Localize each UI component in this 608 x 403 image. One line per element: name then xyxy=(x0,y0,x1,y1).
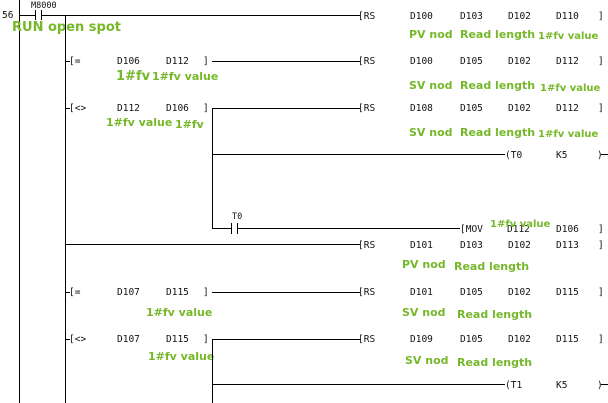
rung2-b: D112 xyxy=(166,56,189,67)
rung5-cmp-close: ] xyxy=(203,287,209,298)
rung6-a: D107 xyxy=(117,334,140,345)
rung3-instr: [RS xyxy=(358,103,375,114)
rung4-comment-2: Read length xyxy=(454,260,529,273)
rung2-op1: D100 xyxy=(410,56,433,67)
rung5-comment-2: Read length xyxy=(457,308,532,321)
rung4-op2: D103 xyxy=(460,240,483,251)
rung4-instr: [RS xyxy=(358,240,375,251)
rung4-op4: D113 xyxy=(556,240,579,251)
rung2-comment-3: 1#fv value xyxy=(540,83,601,94)
rung2-cmp: [= xyxy=(69,56,81,67)
rung6-op3: D102 xyxy=(508,334,531,345)
rung3-cmp-close: ] xyxy=(203,103,209,114)
mov-comment: 1#fv value xyxy=(490,219,551,230)
rung3-op2: D105 xyxy=(460,103,483,114)
rung5-instr: [RS xyxy=(358,287,375,298)
rung5-op3: D102 xyxy=(508,287,531,298)
rung6-close: ] xyxy=(598,334,604,345)
rung6-instr: [RS xyxy=(358,334,375,345)
rung2-comment-1: SV nod xyxy=(409,79,453,92)
rung2-comment-b: 1#fv value xyxy=(152,70,218,83)
timer1-close: ) xyxy=(597,380,603,391)
rung3-b: D106 xyxy=(166,103,189,114)
step-number: 56 xyxy=(2,10,14,21)
rung5-op1: D101 xyxy=(410,287,433,298)
rung5-cmp: [= xyxy=(69,287,81,298)
rung4-comment-1: PV nod xyxy=(402,258,446,271)
rung1-op1: D100 xyxy=(410,11,433,22)
rung2-close: ] xyxy=(598,56,604,67)
rung6-op2: D105 xyxy=(460,334,483,345)
rung1-op3: D102 xyxy=(508,11,531,22)
rung3-close: ] xyxy=(598,103,604,114)
rung3-comment-a: 1#fv value xyxy=(106,116,172,129)
timer0-close: ) xyxy=(597,150,603,161)
rung2-comment-2: Read length xyxy=(460,79,535,92)
timer1-instr: (T1 xyxy=(505,380,522,391)
rung1-comment-2: Read length xyxy=(460,28,535,41)
rung1-close: ] xyxy=(598,11,604,22)
rung2-op4: D112 xyxy=(556,56,579,67)
rung5-op2: D105 xyxy=(460,287,483,298)
rung6-b: D115 xyxy=(166,334,189,345)
rung3-op1: D108 xyxy=(410,103,433,114)
timer0-instr: (T0 xyxy=(505,150,522,161)
rung6-comment-1: SV nod xyxy=(405,354,449,367)
rung5-close: ] xyxy=(598,287,604,298)
mov-dst: D106 xyxy=(556,224,579,235)
mov-instr: [MOV xyxy=(460,224,483,235)
rung3-cmp: [<> xyxy=(69,103,86,114)
rung5-comment-1: SV nod xyxy=(402,306,446,319)
rung3-comment-3: 1#fv value xyxy=(538,129,599,140)
rung1-comment-1: PV nod xyxy=(409,28,453,41)
rung4-op1: D101 xyxy=(410,240,433,251)
rung5-b: D115 xyxy=(166,287,189,298)
rung6-op1: D109 xyxy=(410,334,433,345)
rung3-comment-2: Read length xyxy=(460,126,535,139)
contact-m8000-label: M8000 xyxy=(31,1,57,11)
rung4-op3: D102 xyxy=(508,240,531,251)
mov-close: ] xyxy=(598,224,604,235)
rung3-a: D112 xyxy=(117,103,140,114)
rung6-cmp: [<> xyxy=(69,334,86,345)
rung1-comment-3: 1#fv value xyxy=(538,31,599,42)
rung3-comment-b: 1#fv xyxy=(175,118,205,131)
rung5-a: D107 xyxy=(117,287,140,298)
contact-t0-label: T0 xyxy=(232,212,242,222)
rung2-op3: D102 xyxy=(508,56,531,67)
timer0-k: K5 xyxy=(556,150,567,161)
rung6-cmp-close: ] xyxy=(203,334,209,345)
rung3-op4: D112 xyxy=(556,103,579,114)
rung2-instr: [RS xyxy=(358,56,375,67)
rung2-op2: D105 xyxy=(460,56,483,67)
rung4-close: ] xyxy=(598,240,604,251)
rung5-op4: D115 xyxy=(556,287,579,298)
rung2-cmp-close: ] xyxy=(203,56,209,67)
rung2-a: D106 xyxy=(117,56,140,67)
mov-src: D112 xyxy=(507,224,530,235)
rung2-comment-a: 1#fv xyxy=(116,69,151,84)
rung6-comment-2: Read length xyxy=(457,356,532,369)
rung3-op3: D102 xyxy=(508,103,531,114)
rung6-comment-a: 1#fv value xyxy=(148,350,214,363)
rung3-comment-1: SV nod xyxy=(409,126,453,139)
rung5-comment-a: 1#fv value xyxy=(146,306,212,319)
rung1-instr: [RS xyxy=(358,11,375,22)
rung-comment-run: RUN open spot xyxy=(12,20,121,35)
timer1-k: K5 xyxy=(556,380,567,391)
rung1-op4: D110 xyxy=(556,11,579,22)
rung1-op2: D103 xyxy=(460,11,483,22)
rung6-op4: D115 xyxy=(556,334,579,345)
